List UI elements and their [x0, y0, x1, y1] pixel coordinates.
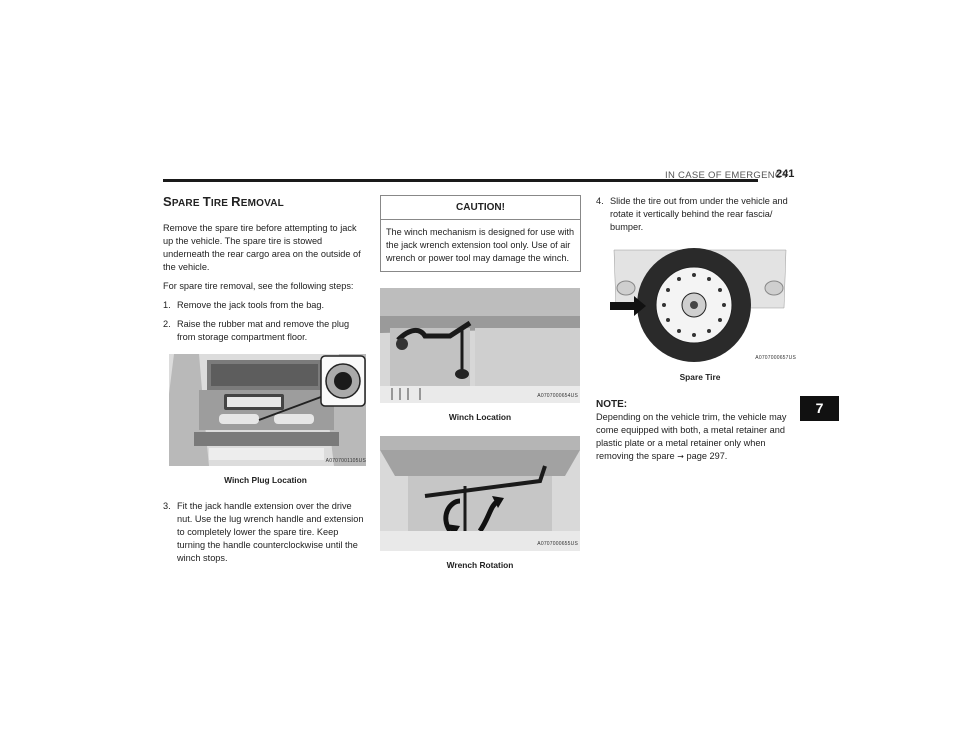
figure-caption: Spare Tire — [679, 372, 721, 382]
figure-code: A0707000657US — [755, 355, 796, 361]
section-heading: SPARE TIRE REMOVAL — [163, 194, 284, 209]
figure-winch-plug: A0707001105US — [169, 354, 366, 470]
header-rule — [163, 179, 758, 182]
step-1: 1.Remove the jack tools from the bag. — [163, 300, 325, 310]
column-2: CAUTION! The winch mechanism is designed… — [380, 195, 581, 572]
note-title: NOTE: — [596, 399, 628, 410]
figure-caption: Winch Location — [448, 412, 512, 422]
wrench-rotation-illustration — [380, 436, 580, 551]
figure-wrench-rotation: A0707000655US — [380, 436, 580, 555]
step-3: 3.Fit the jack handle extension over the… — [163, 501, 364, 563]
intro-paragraph: Remove the spare tire before attempting … — [163, 223, 361, 272]
step-4: 4.Slide the tire out from under the vehi… — [596, 196, 788, 232]
page-reference-arrow-icon: ➞ — [677, 452, 684, 461]
winch-plug-illustration — [169, 354, 366, 466]
figure-code: A0707000654US — [537, 393, 578, 399]
page-reference-link[interactable]: page 297. — [686, 451, 728, 461]
spare-tire-illustration — [604, 248, 796, 363]
caution-body: The winch mechanism is designed for use … — [386, 227, 575, 263]
figure-spare-tire: A0707000657US — [604, 248, 796, 367]
note-body: Depending on the vehicle trim, the vehic… — [596, 412, 787, 461]
lead-paragraph: For spare tire removal, see the followin… — [163, 281, 354, 291]
caution-box: CAUTION! The winch mechanism is designed… — [380, 195, 581, 272]
chapter-tab: 7 — [800, 396, 839, 421]
figure-code: A0707001105US — [325, 458, 366, 464]
caution-title: CAUTION! — [381, 196, 580, 220]
figure-caption: Wrench Rotation — [446, 560, 514, 570]
step-2: 2.Raise the rubber mat and remove the pl… — [163, 319, 350, 342]
page-number: 241 — [776, 168, 795, 180]
figure-caption: Winch Plug Location — [224, 475, 307, 485]
column-3: 4.Slide the tire out from under the vehi… — [596, 195, 796, 463]
figure-code: A0707000655US — [537, 541, 578, 547]
column-1: SPARE TIRE REMOVAL Remove the spare tire… — [163, 195, 368, 571]
note-block: NOTE: Depending on the vehicle trim, the… — [596, 398, 796, 463]
figure-winch-location: A0707000654US — [380, 288, 580, 407]
winch-location-illustration — [380, 288, 580, 403]
running-header: IN CASE OF EMERGENCY — [665, 170, 789, 181]
